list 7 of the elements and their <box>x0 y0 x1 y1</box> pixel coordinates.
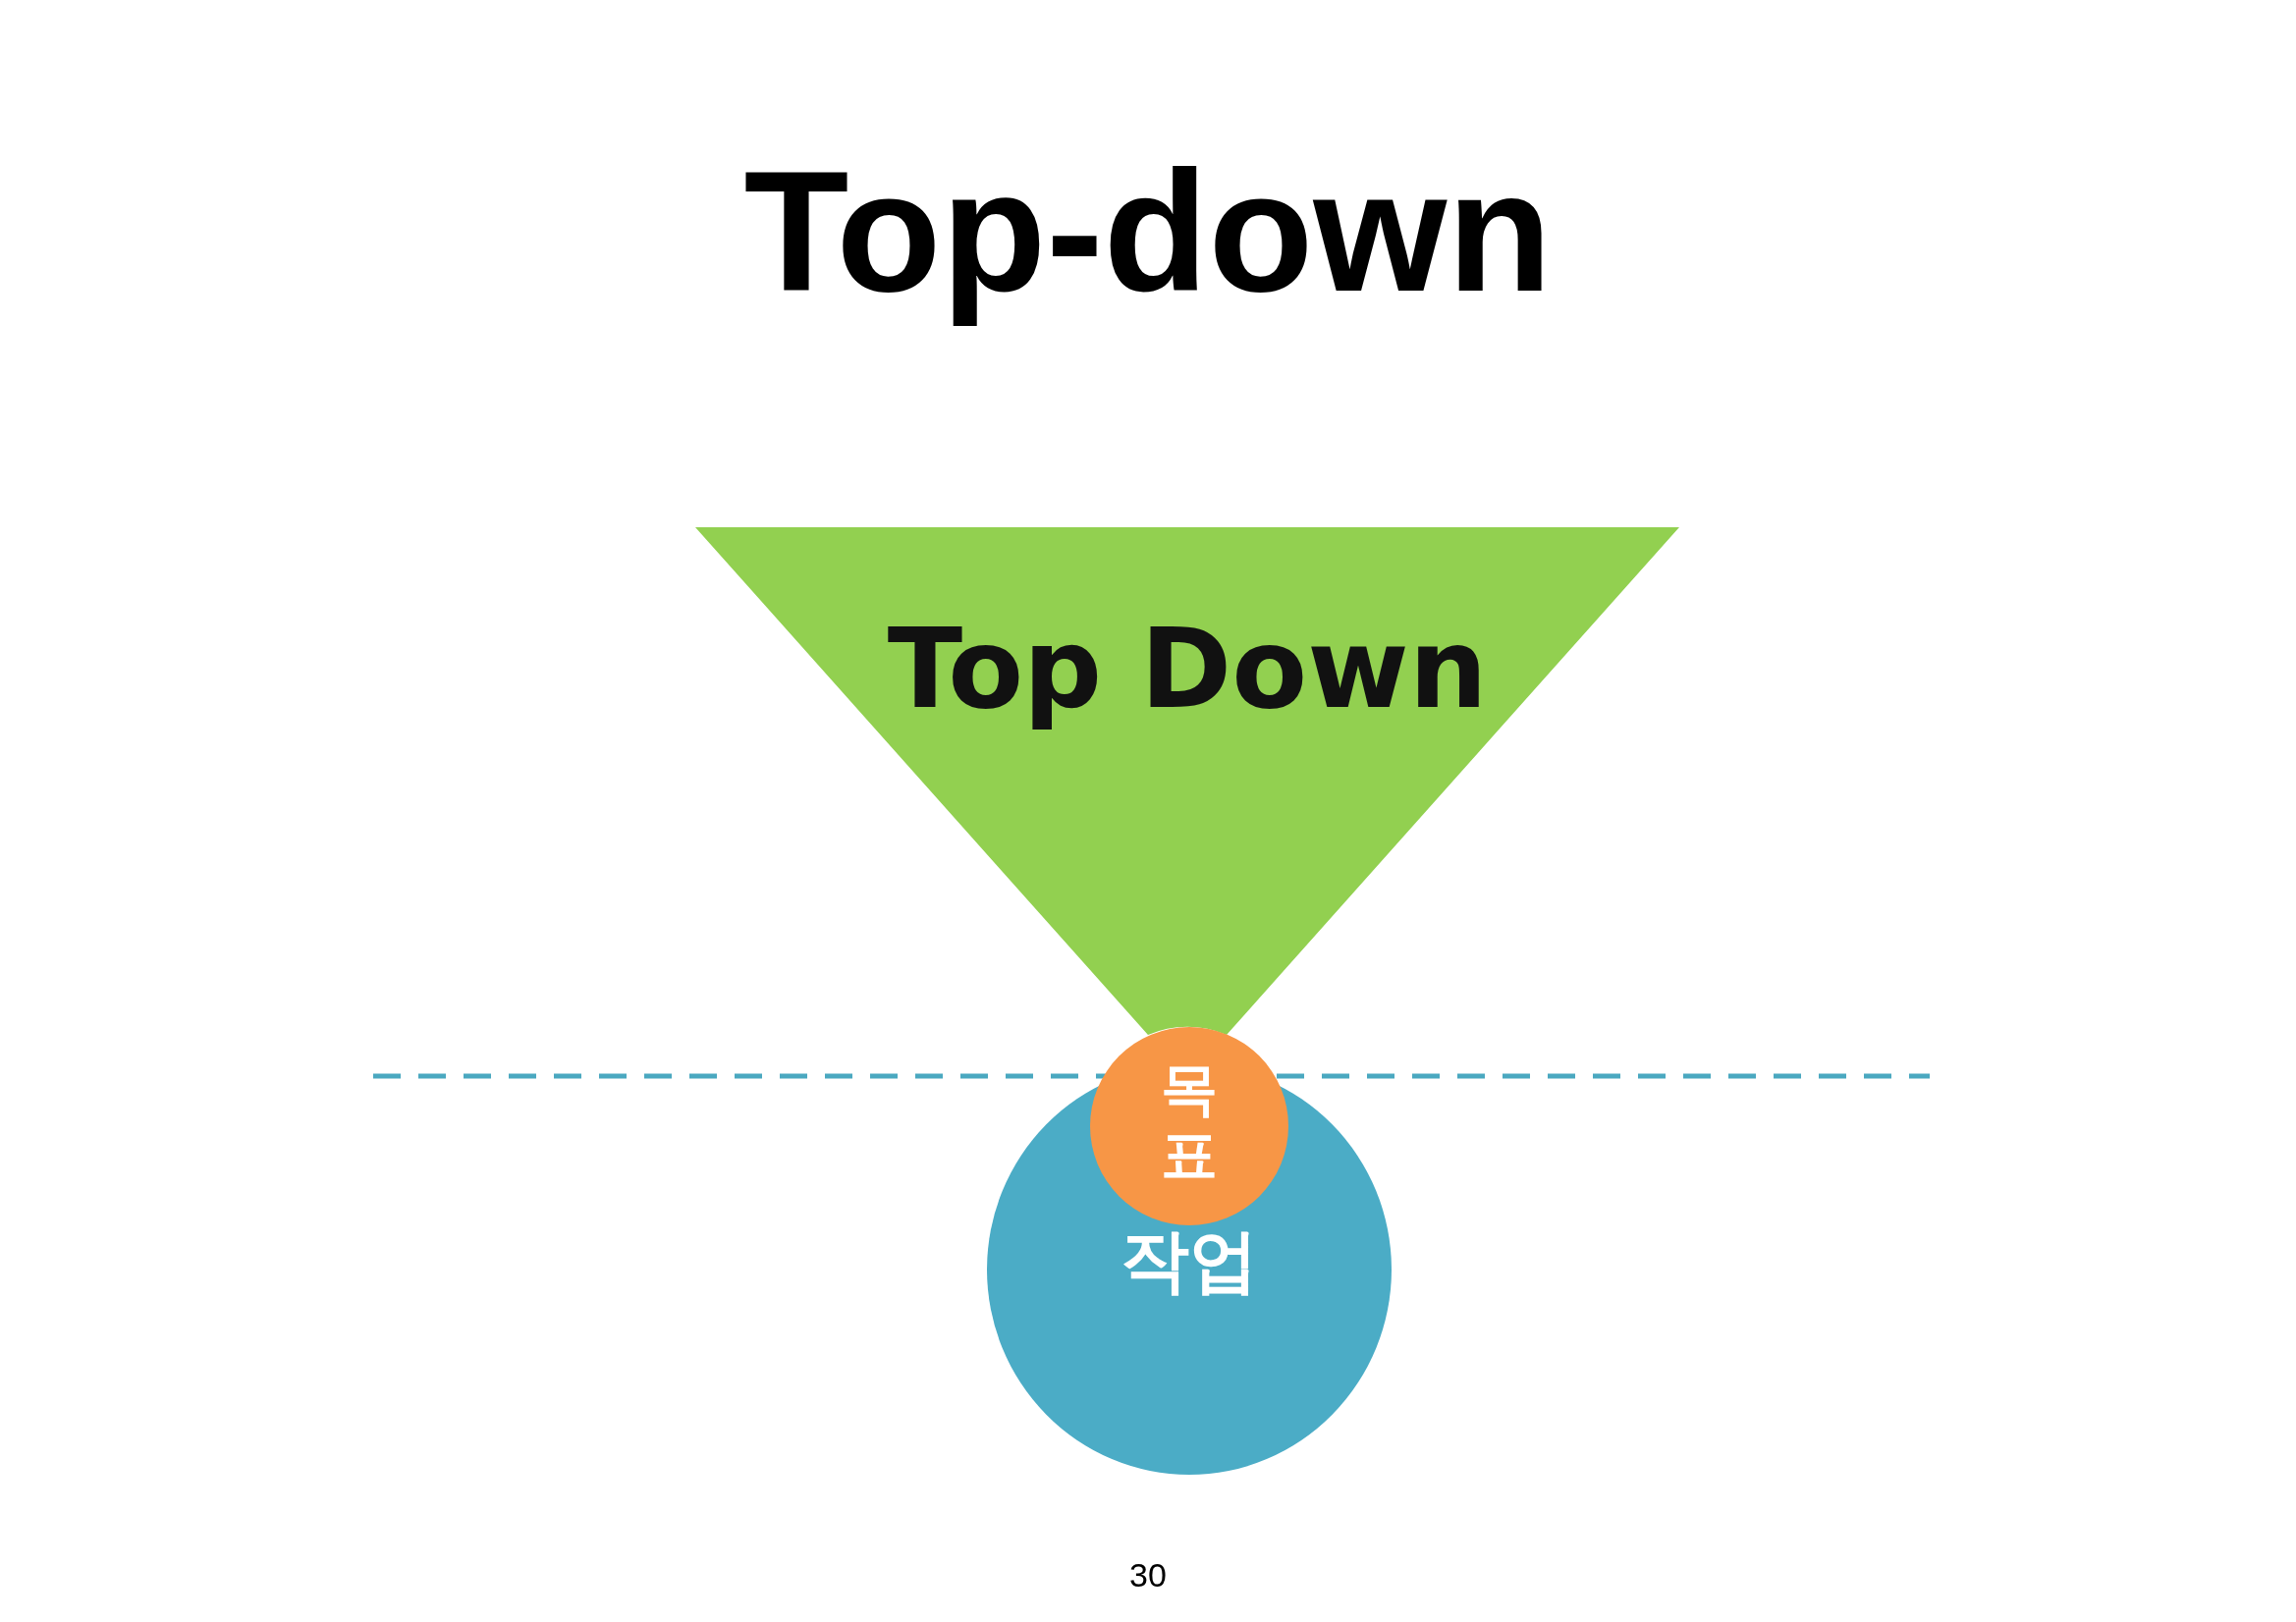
circle-label: 목표 <box>1160 1056 1219 1188</box>
triangle-label: Top Down <box>886 606 1489 732</box>
page-number: 30 <box>1128 1556 1168 1595</box>
slide-title: Top-down <box>742 137 1554 327</box>
goal-circle <box>1090 1027 1288 1225</box>
circle-label: 작업 <box>1120 1221 1259 1301</box>
funnel-triangle <box>695 527 1679 1035</box>
